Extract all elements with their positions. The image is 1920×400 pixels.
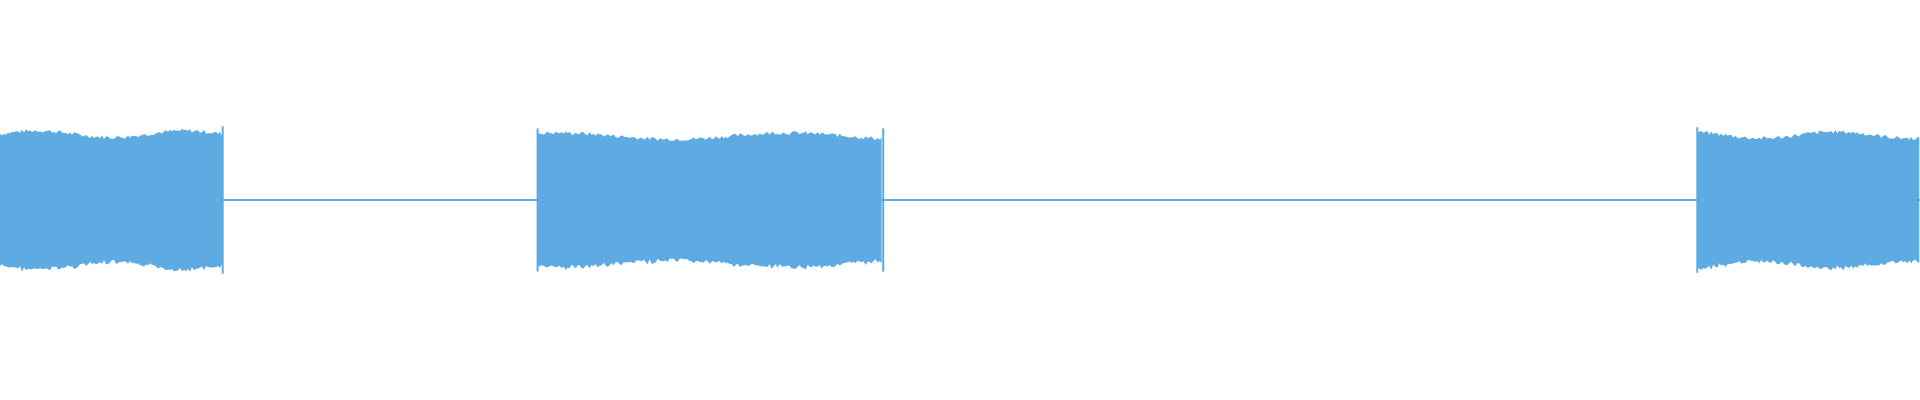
waveform-burst-1 (0, 128, 222, 272)
waveform-burst-3 (1697, 129, 1920, 271)
waveform-burst-2 (537, 131, 882, 270)
